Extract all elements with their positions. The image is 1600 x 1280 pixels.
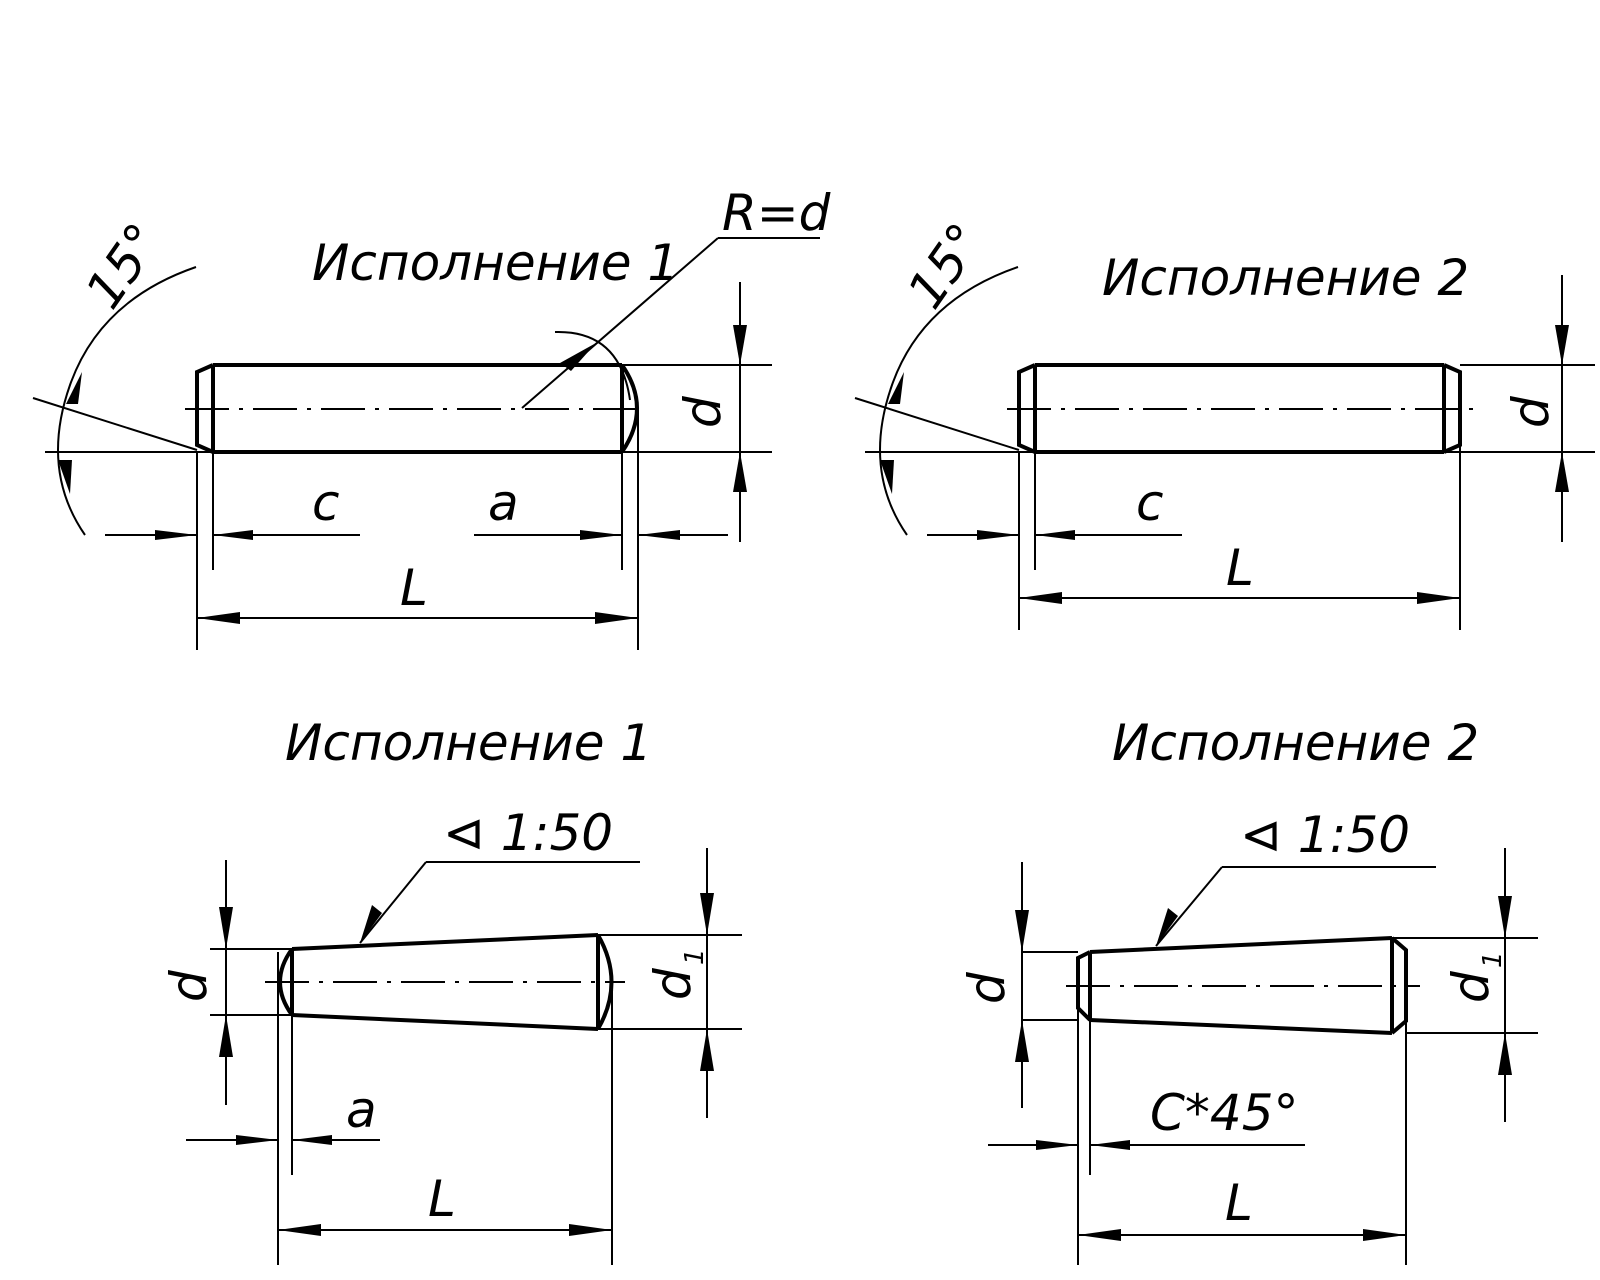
diameter1-dimension: d 1 — [1442, 848, 1512, 1122]
angle-dimension: 15° — [32, 213, 198, 536]
length-dimension: L — [1019, 539, 1460, 604]
pin-body — [195, 330, 639, 454]
diameter1-subscript: 1 — [680, 948, 710, 965]
diameter1-dimension: d 1 — [644, 848, 714, 1118]
c-dimension: c — [927, 474, 1182, 540]
chamfer-label: C*45° — [1150, 1084, 1299, 1142]
chamfer-dimension: C*45° — [988, 1084, 1305, 1150]
diameter-label: d — [160, 970, 218, 1002]
view-title: Исполнение 1 — [285, 714, 652, 772]
angle-label: 15° — [896, 213, 994, 319]
length-label: L — [428, 1170, 456, 1228]
taper-label: ⊲ 1:50 — [443, 804, 613, 862]
view-title: Исполнение 1 — [312, 234, 679, 292]
length-label: L — [400, 559, 428, 617]
radius-leader: R=d — [521, 184, 831, 409]
diameter-dimension: d — [958, 862, 1029, 1108]
angle-dimension: 15° — [854, 213, 1020, 536]
length-dimension: L — [278, 1170, 612, 1236]
diameter-label: d — [958, 972, 1016, 1004]
diameter-dimension: d — [1502, 275, 1569, 542]
taper-callout: ⊲ 1:50 — [1155, 806, 1436, 947]
diameter1-subscript: 1 — [1478, 951, 1508, 968]
diameter1-label: d — [1442, 971, 1500, 1003]
c-dimension: c — [105, 474, 360, 540]
length-label: L — [1226, 539, 1254, 597]
a-dimension: a — [186, 1081, 380, 1145]
length-dimension: L — [1078, 1174, 1406, 1241]
c-label: c — [1136, 474, 1164, 532]
length-label: L — [1225, 1174, 1253, 1232]
diameter-dimension: d — [674, 282, 747, 542]
view-title: Исполнение 2 — [1102, 249, 1469, 307]
view-cylindrical-pin-1: Исполнение 1 15° — [32, 184, 831, 650]
taper-label: ⊲ 1:50 — [1240, 806, 1410, 864]
view-taper-pin-2: Исполнение 2 ⊲ 1:50 d — [958, 714, 1538, 1265]
a-label: a — [346, 1081, 377, 1139]
radius-label: R=d — [722, 184, 831, 242]
taper-callout: ⊲ 1:50 — [359, 804, 640, 944]
a-label: a — [488, 474, 519, 532]
pin-body — [278, 933, 614, 1031]
diameter-label: d — [674, 396, 732, 428]
diameter-label: d — [1502, 396, 1560, 428]
view-title: Исполнение 2 — [1112, 714, 1479, 772]
a-dimension: a — [474, 474, 728, 540]
length-dimension: L — [197, 559, 638, 624]
view-taper-pin-1: Исполнение 1 ⊲ 1:50 d — [160, 714, 742, 1265]
diameter-dimension: d — [160, 860, 233, 1105]
diameter1-label: d — [644, 968, 702, 1000]
view-cylindrical-pin-2: Исполнение 2 15° d — [854, 213, 1595, 630]
angle-label: 15° — [74, 213, 172, 319]
c-label: c — [312, 474, 340, 532]
